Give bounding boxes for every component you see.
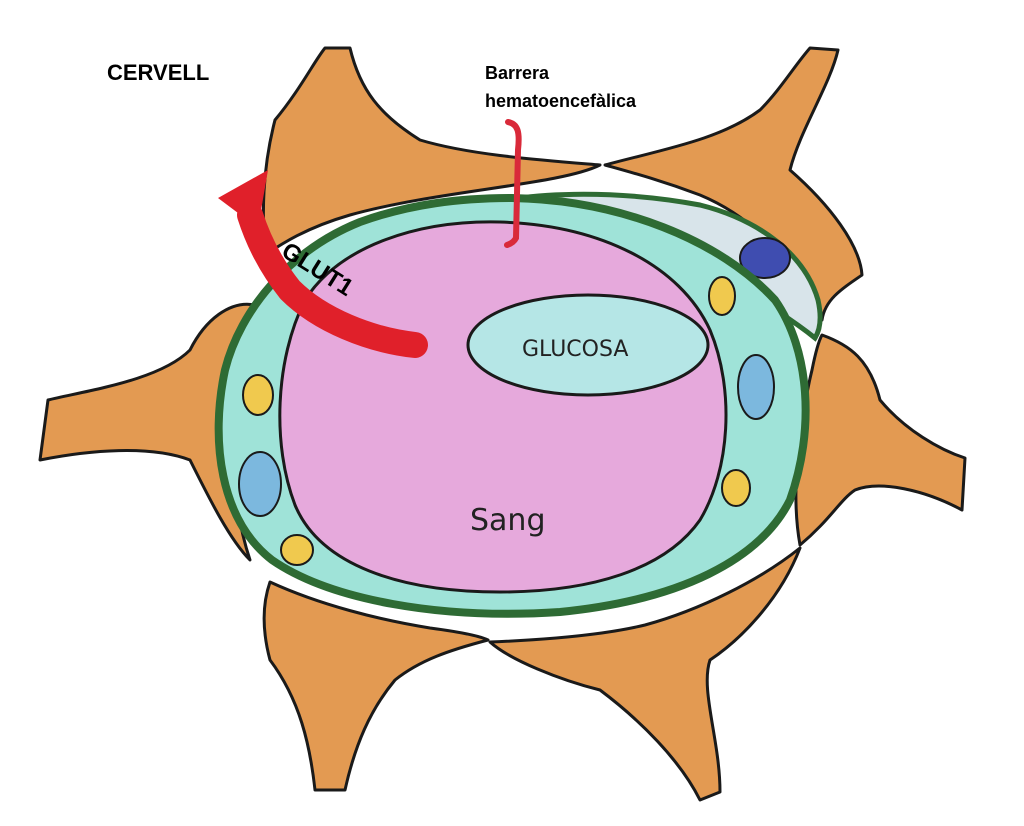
nucleus-yellow [708, 276, 736, 316]
nucleus-blue [238, 451, 282, 517]
pericyte-nucleus [739, 237, 791, 279]
glut1-arrow [218, 170, 428, 358]
glucose-label: GLUCOSA [522, 337, 628, 362]
astrocyte-foot-bottom-right [488, 546, 802, 802]
arrow-head [218, 170, 268, 228]
barrier-label-line2: hematoencefàlica [485, 91, 637, 111]
region-label: CERVELL [107, 60, 209, 85]
blood-label: Sang [470, 503, 545, 538]
arrow-shaft [237, 202, 428, 358]
glucose-molecule [466, 293, 710, 397]
nucleus-yellow [280, 534, 314, 566]
nucleus-yellow [242, 374, 274, 416]
barrier-label-line1: Barrera [485, 63, 550, 83]
astrocyte-foot-bottom-left [262, 580, 490, 792]
nucleus-yellow [721, 469, 751, 507]
barrier-pointer [504, 119, 522, 248]
astrocyte-processes [38, 46, 967, 802]
endothelial-nuclei [238, 276, 775, 566]
nucleus-blue [737, 354, 775, 420]
astrocyte-foot-right [794, 333, 967, 547]
astrocyte-foot-top-right [603, 46, 864, 322]
